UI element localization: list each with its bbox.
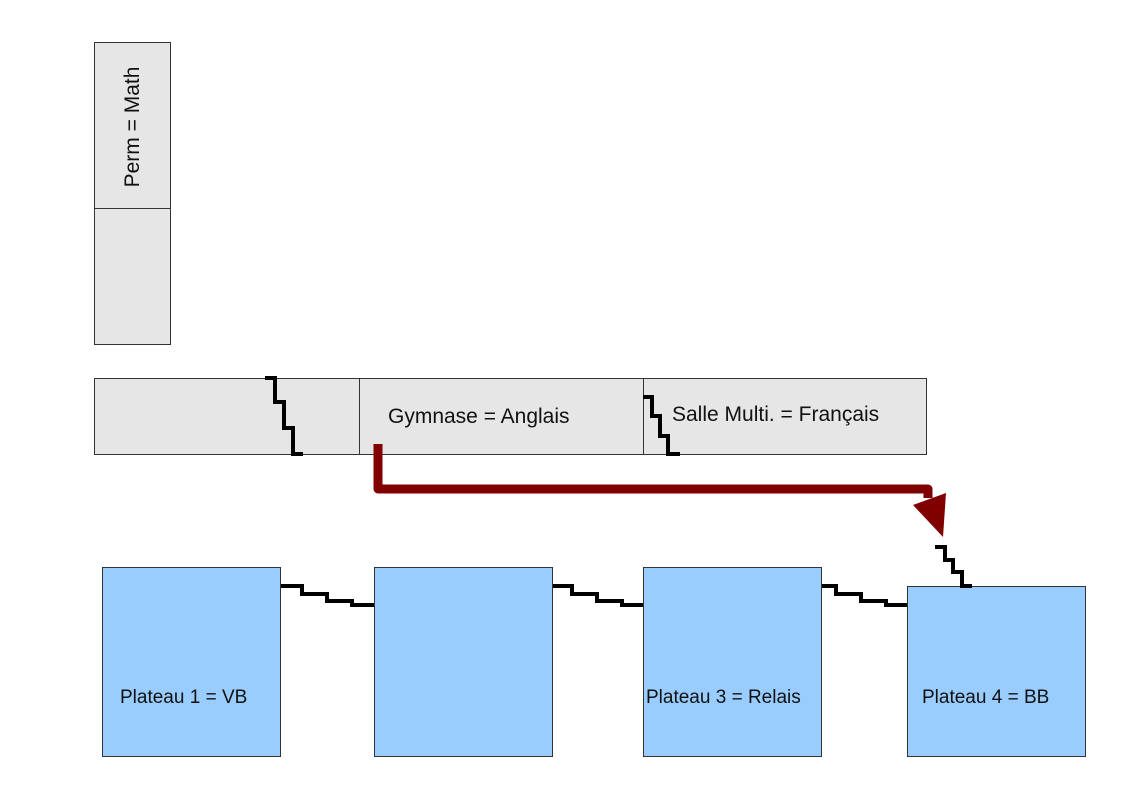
stair-connector-p4-top <box>935 545 972 588</box>
plateau-1-label: Plateau 1 = VB <box>120 687 248 708</box>
plateau-3: Plateau 3 = Relais <box>643 567 822 757</box>
corridor-room-left <box>94 378 360 455</box>
salle-multi-label: Salle Multi. = Français <box>672 403 880 426</box>
stair-connector-p1-p2 <box>281 584 374 607</box>
stair-connector-p3-p4 <box>822 584 907 607</box>
arrow-head <box>913 493 946 537</box>
plateau-2 <box>374 567 553 757</box>
arrow-path <box>373 444 933 498</box>
plateau-4-label: Plateau 4 = BB <box>922 687 1050 708</box>
plateau-1: Plateau 1 = VB <box>102 567 281 757</box>
plateau-3-label: Plateau 3 = Relais <box>646 687 801 708</box>
salle-multi-room: Salle Multi. = Français <box>643 378 927 455</box>
plateau-4: Plateau 4 = BB <box>907 586 1086 757</box>
gymnase-room: Gymnase = Anglais <box>359 378 644 455</box>
gymnase-label: Gymnase = Anglais <box>388 405 570 428</box>
stair-connector-right <box>643 395 680 456</box>
stair-connector-left <box>265 376 303 456</box>
perm-room: Perm = Math <box>94 42 171 209</box>
stair-connector-p2-p3 <box>553 584 643 607</box>
perm-room-lower <box>94 208 171 345</box>
